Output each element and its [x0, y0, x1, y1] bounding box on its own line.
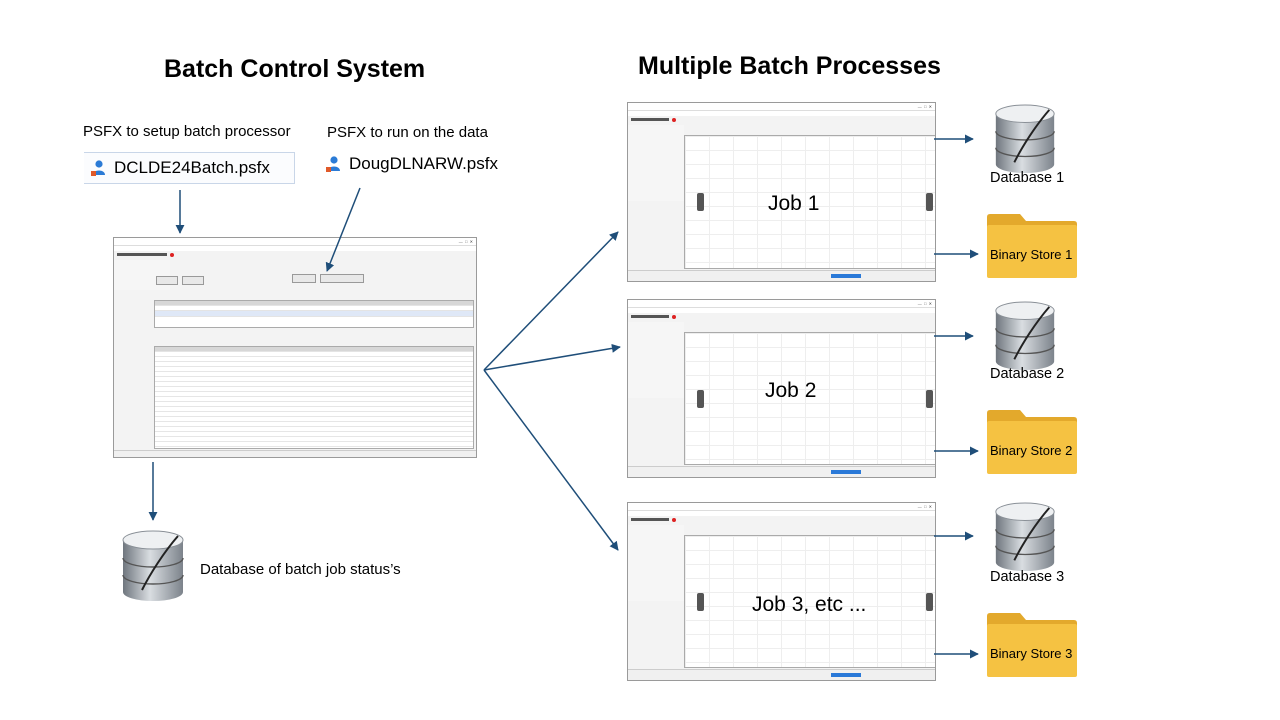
next-page-button[interactable]	[926, 389, 933, 408]
database-label: Database 1	[990, 170, 1065, 186]
job-window: — □ ✕	[627, 102, 936, 282]
next-page-button[interactable]	[926, 193, 933, 211]
window-sidebar	[114, 260, 170, 290]
folder-icon	[987, 214, 1077, 278]
window-statusbar	[628, 270, 935, 281]
window-menubar	[628, 308, 935, 313]
batch-psfx-file: DCLDE24Batch.psfx	[84, 152, 295, 184]
plot-grid	[685, 536, 935, 667]
window-statusbar	[114, 450, 476, 457]
job-label: Job 3, etc ...	[752, 593, 867, 616]
psfx-file-icon	[326, 156, 340, 172]
launch-configuration-button[interactable]	[320, 274, 364, 283]
data-file-name: DougDLNARW.psfx	[349, 154, 498, 173]
progress-bar	[831, 274, 861, 278]
window-clock	[114, 251, 476, 258]
arrow	[483, 369, 619, 551]
arrow	[483, 343, 621, 371]
browse-button[interactable]	[292, 274, 316, 283]
window-menubar	[628, 111, 935, 116]
database-icon	[122, 530, 184, 601]
folder-icon	[987, 613, 1077, 677]
setup-caption: PSFX to setup batch processor	[83, 123, 291, 140]
window-statusbar	[628, 669, 935, 680]
window-menubar	[114, 246, 476, 251]
create-job-button[interactable]	[156, 276, 178, 285]
run-caption: PSFX to run on the data	[327, 124, 488, 141]
window-statusbar	[628, 466, 935, 477]
progress-bar	[831, 470, 861, 474]
job-label: Job 2	[765, 379, 817, 402]
job-window: — □ ✕	[627, 299, 936, 478]
plot-grid	[685, 333, 935, 464]
window-titlebar: — □ ✕	[628, 103, 935, 111]
right-title: Multiple Batch Processes	[638, 52, 941, 80]
spectrogram-plot	[684, 535, 935, 668]
window-titlebar: — □ ✕	[114, 238, 476, 246]
window-sidebar	[628, 525, 684, 601]
window-clock	[628, 516, 935, 523]
window-titlebar: — □ ✕	[628, 300, 935, 308]
batch-file-name: DCLDE24Batch.psfx	[114, 158, 270, 177]
database-icon	[995, 301, 1055, 371]
next-page-button[interactable]	[926, 592, 933, 611]
binary-store-label: Binary Store 1	[990, 247, 1073, 262]
batch-control-window: — □ ✕	[113, 237, 477, 458]
window-clock	[628, 313, 935, 320]
database-label: Database 3	[990, 569, 1065, 585]
folder-icon	[987, 410, 1077, 474]
window-clock	[628, 116, 935, 123]
processing-machines-table	[154, 300, 474, 328]
binary-store-label: Binary Store 2	[990, 443, 1073, 458]
arrow	[325, 187, 361, 272]
binary-store-label: Binary Store 3	[990, 646, 1073, 661]
prev-page-button[interactable]	[697, 389, 704, 408]
arrow	[483, 231, 619, 371]
database-icon	[995, 502, 1055, 572]
data-psfx-file: DougDLNARW.psfx	[325, 149, 515, 179]
window-menubar	[628, 511, 935, 516]
database-label: Database 2	[990, 366, 1065, 382]
job-detail-table	[154, 346, 474, 449]
window-titlebar: — □ ✕	[628, 503, 935, 511]
window-sidebar	[628, 125, 684, 201]
plot-grid	[685, 136, 935, 268]
spectrogram-plot	[684, 332, 935, 465]
progress-bar	[831, 673, 861, 677]
status-db-label: Database of batch job status’s	[200, 561, 401, 578]
prev-page-button[interactable]	[697, 193, 704, 211]
psfx-file-icon	[91, 160, 105, 176]
spectrogram-plot	[684, 135, 935, 269]
left-title: Batch Control System	[164, 55, 426, 83]
window-sidebar	[628, 322, 684, 398]
prev-page-button[interactable]	[697, 592, 704, 611]
job-window: — □ ✕	[627, 502, 936, 681]
create-set-button[interactable]	[182, 276, 204, 285]
database-icon	[995, 104, 1055, 174]
job-label: Job 1	[768, 192, 820, 215]
